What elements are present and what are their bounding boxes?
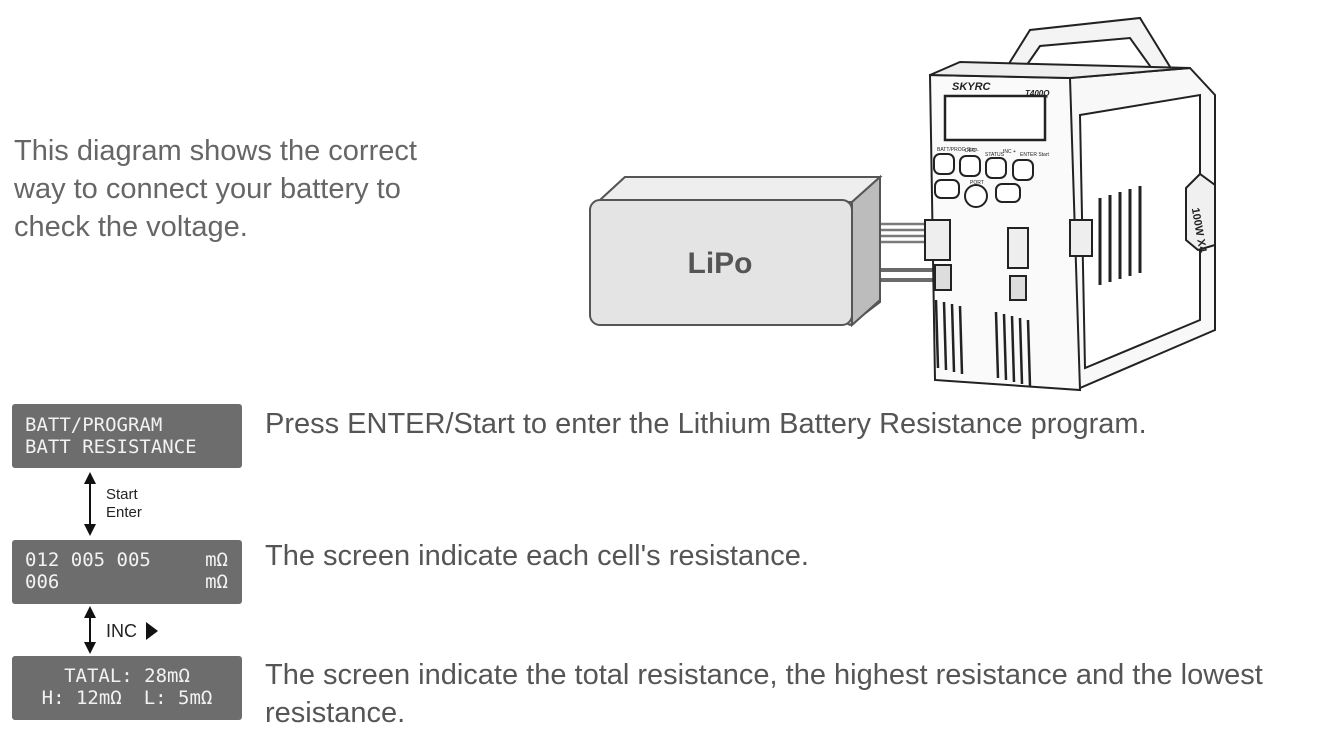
button-label-dec: DEC - (965, 148, 979, 154)
lcd-high: H: 12mΩ (41, 687, 122, 709)
charger-brand: SKYRC (952, 81, 992, 93)
button-label-batt: BATT/PROG Stop (937, 147, 977, 153)
charger-model: T400Q (1025, 89, 1050, 98)
lipo-battery (589, 174, 883, 328)
lcd-low: L: 5mΩ (143, 687, 213, 709)
button-label-status: STATUS (985, 152, 1005, 158)
double-arrow-inc (84, 606, 96, 654)
play-triangle-icon (146, 622, 158, 640)
lcd-values: 006 (25, 571, 60, 593)
step-description: Press ENTER/Start to enter the Lithium B… (265, 408, 1147, 440)
lcd-values: 012 005 005 (25, 549, 151, 571)
arrow-label-start: Start (106, 486, 138, 503)
battery-label: LiPo (688, 247, 753, 280)
lcd-screen-total-resistance: TATAL: 28mΩ H: 12mΩ L: 5mΩ (12, 656, 242, 720)
lcd-line: TATAL: 28mΩ (64, 665, 190, 687)
lcd-unit: mΩ (205, 571, 228, 593)
arrow-label-inc: INC (106, 621, 137, 641)
port-label: PORT (970, 180, 984, 186)
lcd-screen-cell-resistance: 012 005 005 mΩ 006 mΩ (12, 540, 242, 604)
lcd-line: BATT/PROGRAM (25, 414, 163, 436)
step-description: The screen indicate each cell's resistan… (265, 540, 809, 572)
step-description: The screen indicate the total resistance… (265, 659, 1263, 729)
lcd-screen-program: BATT/PROGRAM BATT RESISTANCE (12, 404, 242, 468)
charger-device (924, 16, 1216, 392)
button-label-enter: ENTER Start (1020, 152, 1050, 158)
intro-text: This diagram shows the correct way to co… (14, 135, 417, 243)
lcd-line: BATT RESISTANCE (25, 436, 197, 458)
button-label-inc: INC + (1003, 149, 1016, 155)
double-arrow-start-enter (84, 472, 96, 536)
lcd-unit: mΩ (205, 549, 228, 571)
arrow-label-enter: Enter (106, 504, 142, 521)
